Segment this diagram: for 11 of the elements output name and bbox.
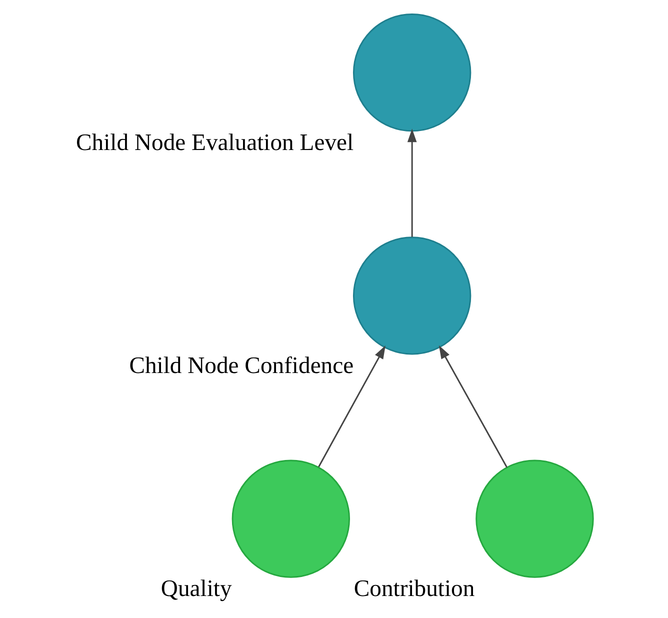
node-circle — [352, 236, 471, 355]
arrow — [406, 128, 416, 237]
node-circle — [352, 13, 471, 132]
node-label: Quality — [160, 576, 232, 602]
arrow — [318, 345, 385, 468]
node-label: Child Node Confidence — [128, 352, 354, 379]
node-label: Contribution — [353, 576, 474, 602]
arrow — [438, 345, 508, 468]
node-label: Child Node Evaluation Level — [76, 130, 354, 156]
node-circle — [475, 460, 594, 578]
node-circle — [231, 460, 350, 578]
